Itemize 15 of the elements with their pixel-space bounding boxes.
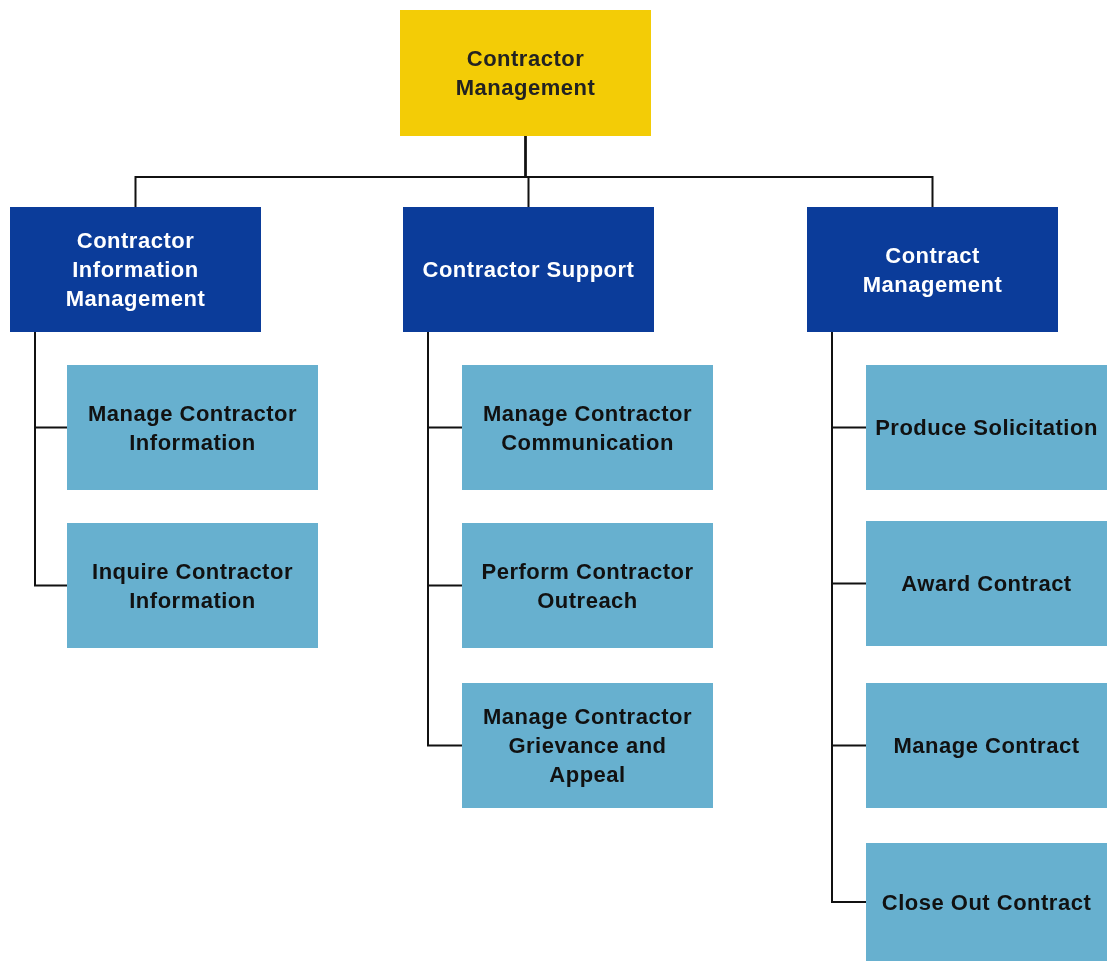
process-box: Produce Solicitation: [866, 365, 1107, 490]
connector-line: [34, 331, 68, 587]
process-box: Inquire Contractor Information: [67, 523, 318, 648]
root-box: Contractor Management: [400, 10, 651, 136]
process-box: Manage Contractor Information: [67, 365, 318, 490]
process-box: Manage Contractor Communication: [462, 365, 713, 490]
connector-line: [524, 135, 934, 208]
category-box: Contractor Support: [403, 207, 654, 332]
process-box: Manage Contractor Grievance and Appeal: [462, 683, 713, 808]
category-box: Contractor Information Management: [10, 207, 261, 332]
category-box: Contract Management: [807, 207, 1058, 332]
process-box: Perform Contractor Outreach: [462, 523, 713, 648]
process-box: Manage Contract: [866, 683, 1107, 808]
process-box: Close Out Contract: [866, 843, 1107, 961]
process-box: Award Contract: [866, 521, 1107, 646]
